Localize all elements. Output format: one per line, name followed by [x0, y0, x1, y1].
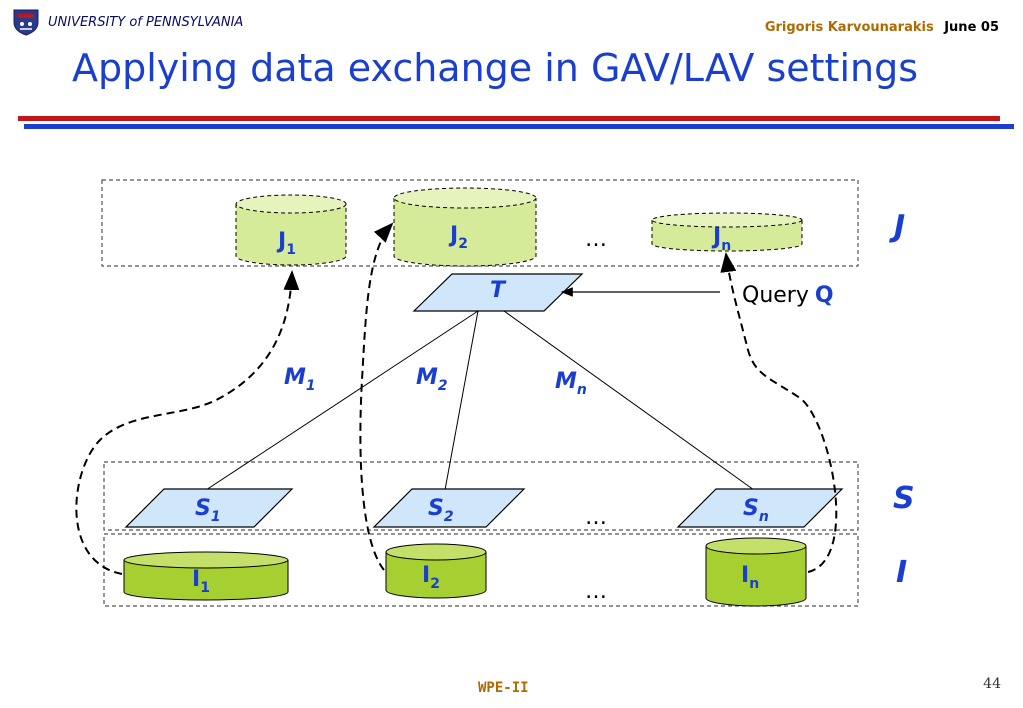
row-label-j: J	[889, 209, 905, 244]
target-label-j2: J2	[448, 223, 468, 252]
title-rule-red	[18, 116, 1000, 121]
target-ellipsis: …	[585, 227, 607, 252]
mapping-line-s1	[205, 310, 479, 491]
source-label-sn: Sn	[743, 496, 769, 525]
slide-title: Applying data exchange in GAV/LAV settin…	[72, 46, 919, 90]
target-label-j1: J1	[276, 229, 296, 258]
source-label-s1: S1	[195, 496, 221, 525]
dashed-arrow-in-to-jn	[720, 252, 838, 573]
page-number: 44	[983, 676, 1001, 692]
source-label-s2: S2	[428, 496, 454, 525]
target-cylinder-j1	[235, 194, 347, 266]
target-cylinder-j2	[393, 187, 537, 267]
mapping-line-s2	[444, 310, 479, 491]
target-group-box	[101, 179, 859, 267]
target-schema-label: T	[490, 278, 507, 303]
footer-label: WPE-II	[478, 680, 529, 696]
university-name: UNIVERSITY of PENNSYLVANIA	[48, 14, 244, 30]
target-schema-parallelogram	[412, 273, 584, 312]
row-label-i: I	[896, 555, 907, 590]
target-label-jn: Jn	[711, 225, 731, 254]
instance-ellipsis: …	[585, 579, 607, 604]
title-rule-blue	[24, 124, 1014, 129]
instance-cylinder-i1	[123, 551, 289, 601]
header-right: Grigoris Karvounarakis June 05	[765, 20, 999, 35]
source-ellipsis: …	[585, 505, 607, 530]
target-cylinder-jn	[651, 212, 803, 252]
source-group-box	[103, 461, 859, 531]
instance-label-i2: I2	[422, 563, 440, 592]
mapping-label-m2: M2	[416, 365, 448, 394]
instance-cylinder-i2	[385, 543, 487, 599]
presentation-date: June 05	[944, 20, 999, 35]
author-name: Grigoris Karvounarakis	[764, 20, 934, 35]
instance-label-in: In	[741, 563, 759, 592]
dashed-arrow-i1-to-j1	[75, 270, 300, 575]
instance-cylinder-in	[705, 537, 807, 607]
instance-label-i1: I1	[192, 567, 210, 596]
dashed-arrow-i2-to-j2	[359, 222, 394, 571]
mapping-label-mn: Mn	[555, 369, 587, 398]
mapping-label-m1: M1	[284, 365, 316, 394]
source-parallelogram-s1	[124, 488, 294, 528]
source-parallelogram-sn	[676, 488, 844, 528]
row-label-s: S	[893, 481, 915, 516]
mapping-line-sn	[503, 310, 755, 491]
source-parallelogram-s2	[372, 488, 526, 528]
header-left: UNIVERSITY of PENNSYLVANIA	[10, 8, 243, 36]
penn-shield-icon	[13, 9, 39, 36]
